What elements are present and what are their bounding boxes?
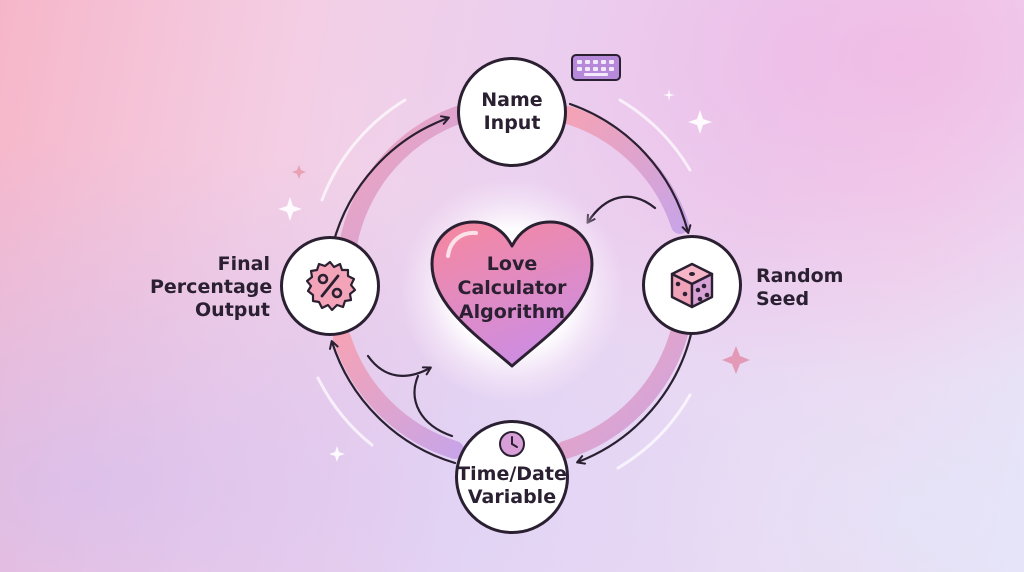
node-time-date: Time/Date Variable xyxy=(455,420,569,534)
label-random-seed-line-1: Random xyxy=(756,265,844,287)
label-final-output-line-1: Final xyxy=(217,253,270,275)
percent-badge-icon xyxy=(305,260,357,312)
arrow-seed-to-time xyxy=(576,328,694,465)
node-name-input-line-1: Name xyxy=(481,89,543,111)
arrow-output-to-name xyxy=(331,115,450,246)
sparkle-icon xyxy=(688,110,712,134)
dice-icon xyxy=(670,262,714,309)
decorative-arcs xyxy=(316,98,692,470)
sparkle-icon xyxy=(278,197,302,221)
connector-time-to-center xyxy=(413,374,454,438)
node-name-input: Name Input xyxy=(457,57,567,167)
node-time-date-line-2: Variable xyxy=(467,486,557,508)
sparkles xyxy=(278,89,750,462)
sparkle-icon xyxy=(722,346,750,374)
ring-segment-time-to-output xyxy=(333,329,464,459)
sparkle-icon xyxy=(663,89,675,101)
cycle-arrows xyxy=(329,102,694,465)
heart-highlight xyxy=(446,230,478,258)
arrow-seed-to-center xyxy=(586,195,657,224)
sparkle-icon xyxy=(292,165,306,179)
center-label-line-1: Love xyxy=(486,253,538,275)
node-random-seed xyxy=(642,235,742,335)
node-name-input-line-2: Input xyxy=(483,112,541,134)
ring-segment-seed-to-time xyxy=(556,321,689,459)
keyboard-icon xyxy=(571,54,621,81)
arrow-time-to-output xyxy=(329,340,457,465)
ring-segment-output-to-name xyxy=(337,106,467,267)
label-random-seed: Random Seed xyxy=(756,265,843,311)
clock-icon xyxy=(499,431,525,457)
label-final-output-line-3: Output xyxy=(195,299,270,321)
sparkle-icon xyxy=(329,446,345,462)
label-final-output: Final Percentage Output xyxy=(150,253,273,322)
arrow-output-to-center xyxy=(366,354,432,377)
heart-icon xyxy=(430,220,594,368)
node-final-output xyxy=(280,236,380,336)
center-label-line-2: Calculator xyxy=(457,277,567,299)
center-label-line-3: Algorithm xyxy=(458,301,566,323)
node-time-date-line-1: Time/Date xyxy=(457,463,567,485)
center-label: Love Calculator Algorithm xyxy=(442,252,582,324)
cycle-ring xyxy=(333,106,689,459)
arrow-name-to-seed xyxy=(568,102,692,234)
label-random-seed-line-2: Seed xyxy=(756,288,810,310)
label-final-output-line-2: Percentage xyxy=(150,276,273,298)
ring-segment-name-to-seed xyxy=(559,106,689,234)
